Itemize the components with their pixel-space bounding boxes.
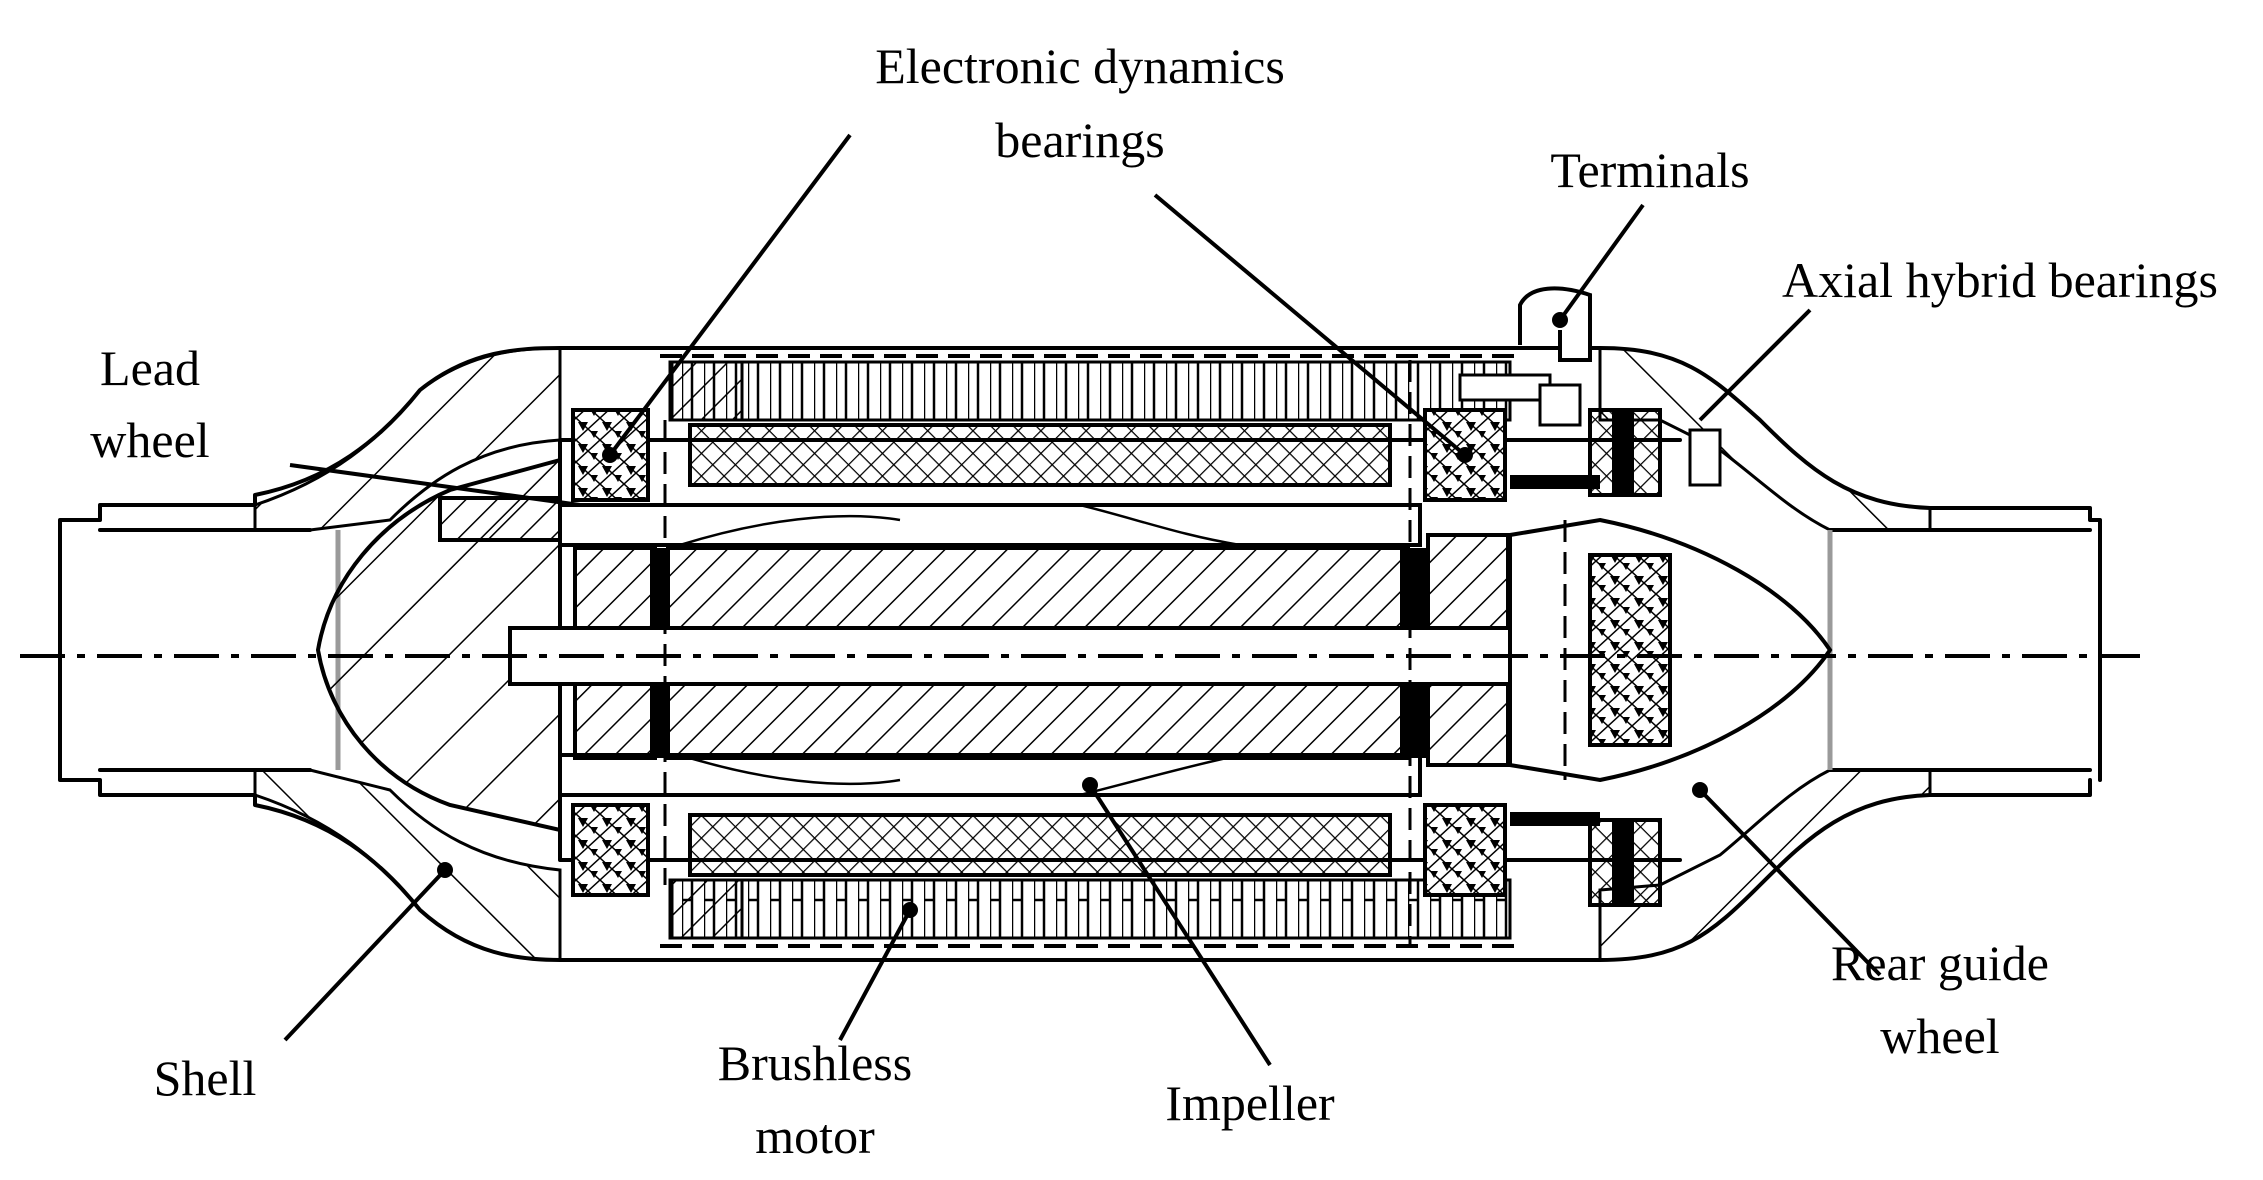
label-impeller: Impeller <box>1165 1075 1335 1131</box>
electronic-bearings <box>571 408 1507 897</box>
label-lead-wheel-line1: Lead <box>100 340 200 396</box>
stator-teeth <box>660 354 1520 948</box>
label-lead-wheel-line2: wheel <box>90 412 209 468</box>
label-electronic-bearings-line1: Electronic dynamics <box>875 38 1285 94</box>
label-brushless-motor-line2: motor <box>755 1108 875 1164</box>
leader-lines <box>283 133 1882 1067</box>
label-brushless-motor-line1: Brushless <box>718 1035 912 1091</box>
vertical-dividers <box>663 360 1412 945</box>
label-rear-guide-wheel-line1: Rear guide <box>1831 935 2049 991</box>
label-shell: Shell <box>154 1050 257 1106</box>
label-rear-guide-wheel-line2: wheel <box>1880 1008 1999 1064</box>
label-terminals: Terminals <box>1550 142 1749 198</box>
motor-windings <box>688 423 1392 877</box>
lead-wheel <box>315 457 562 833</box>
label-axial-bearings: Axial hybrid bearings <box>1782 252 2218 308</box>
label-electronic-bearings-line2: bearings <box>995 112 1164 168</box>
shell-body <box>58 346 2102 962</box>
rear-guide-wheel <box>1508 517 1833 783</box>
axial-bearings <box>1510 408 1722 907</box>
